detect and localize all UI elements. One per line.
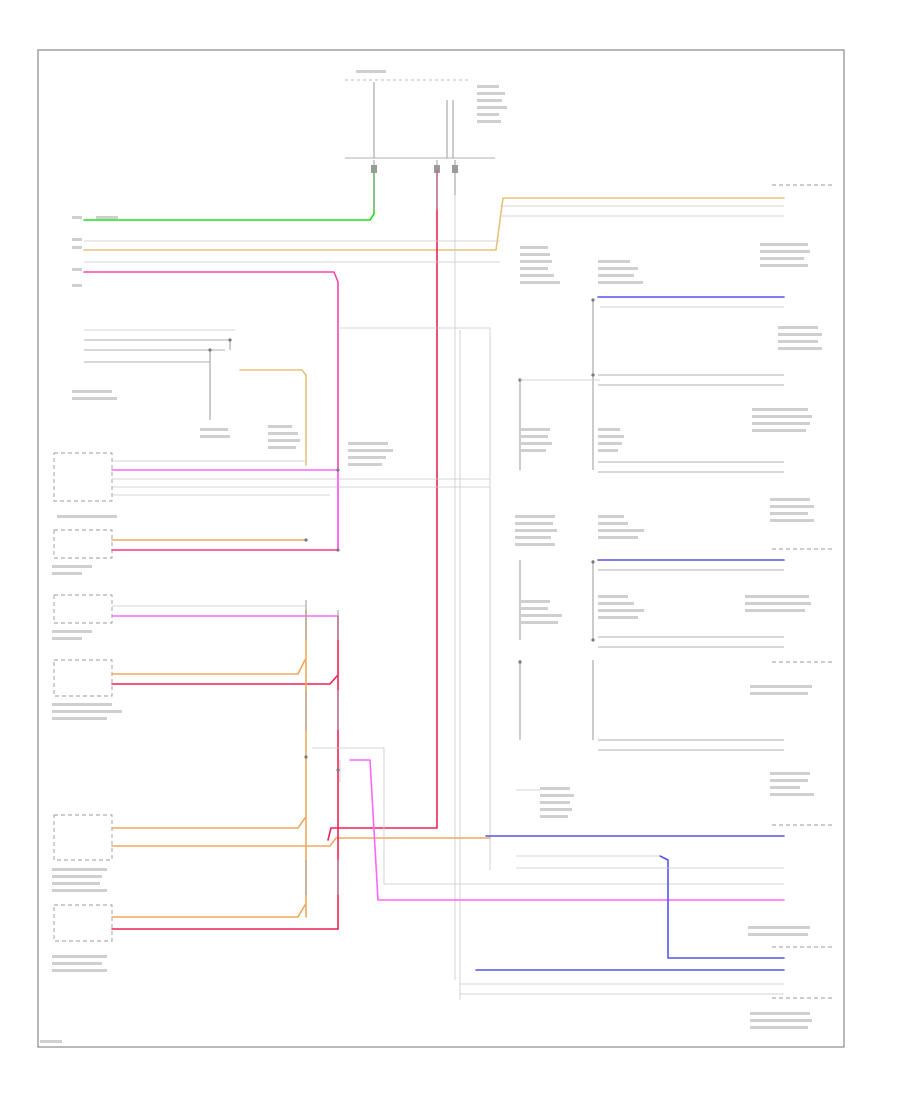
- main-wires: [83, 169, 785, 1000]
- module-4-box: [53, 659, 113, 697]
- module-3-box: [53, 594, 113, 624]
- page-frame: [37, 49, 845, 1048]
- right-modules: [500, 184, 834, 999]
- module-5-box: [53, 814, 113, 861]
- instrument-cluster-box: [53, 452, 113, 502]
- module-2-box: [53, 529, 113, 559]
- module-6-box: [53, 904, 113, 942]
- branch-wires: [312, 747, 785, 995]
- tan-wire: [83, 197, 785, 251]
- magenta-top-wire: [83, 271, 339, 549]
- right-structure: [518, 298, 595, 740]
- label-placeholders: [40, 70, 822, 1043]
- red-main-wire: [327, 169, 438, 841]
- green-wire: [83, 169, 375, 221]
- left-connector-group: [84, 329, 307, 466]
- vertical-buses: [304, 160, 456, 930]
- left-modules: [53, 452, 491, 942]
- junction-block: [345, 79, 495, 173]
